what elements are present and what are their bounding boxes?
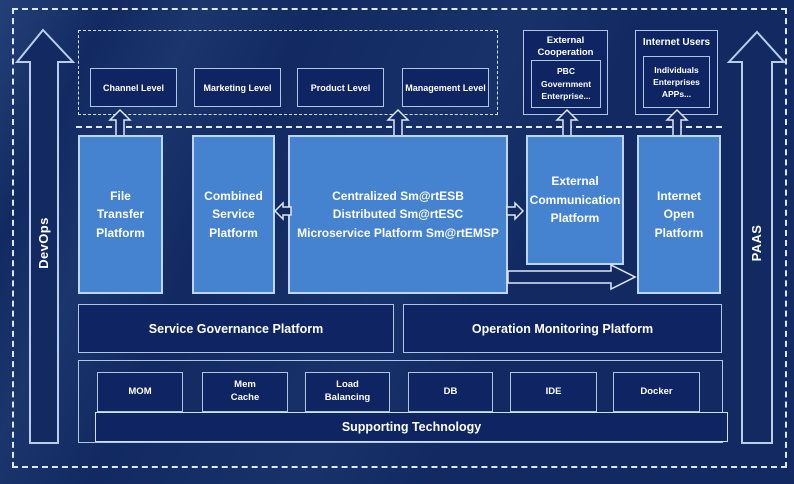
esb-platform-label: Centralized Sm@rtESB Distributed Sm@rtES…: [297, 188, 499, 240]
internet-users-members: Individuals Enterprises APPs...: [653, 64, 700, 100]
external-cooperation-box: External Cooperation PBC Government Ente…: [523, 30, 608, 115]
management-level-box: Management Level: [402, 68, 489, 107]
up-arrow-icon: [386, 108, 410, 137]
internet-open-platform-label: Internet Open Platform: [654, 188, 704, 240]
marketing-level-box: Marketing Level: [194, 68, 281, 107]
channel-level-label: Channel Level: [102, 82, 165, 93]
up-arrow-icon: [665, 108, 689, 137]
internet-open-platform-box: Internet Open Platform: [637, 135, 721, 294]
file-transfer-platform-box: File Transfer Platform: [78, 135, 163, 294]
up-arrow-icon: [555, 108, 579, 137]
file-transfer-platform-label: File Transfer Platform: [96, 188, 145, 240]
supporting-technology-label: Supporting Technology: [341, 420, 482, 434]
internet-users-title: Internet Users: [642, 36, 711, 48]
left-arrow-icon: [273, 201, 292, 221]
external-cooperation-members: PBC Government Enterprise...: [540, 65, 592, 102]
db-box: DB: [408, 372, 493, 412]
up-arrow-icon: [108, 108, 132, 137]
combined-service-platform-box: Combined Service Platform: [192, 135, 275, 294]
external-cooperation-title: External Cooperation: [537, 35, 594, 58]
levels-dashed-container: [78, 30, 498, 115]
service-governance-platform-box: Service Governance Platform: [78, 304, 394, 353]
product-level-label: Product Level: [310, 82, 371, 93]
esb-platform-box: Centralized Sm@rtESB Distributed Sm@rtES…: [288, 135, 508, 294]
external-communication-platform-label: External Communication Platform: [529, 174, 621, 226]
supporting-technology-container: [78, 360, 723, 443]
load-balancing-label: Load Balancing: [324, 379, 371, 403]
mem-cache-box: Mem Cache: [202, 372, 288, 412]
db-label: DB: [443, 385, 458, 397]
ide-label: IDE: [545, 385, 562, 397]
right-arrow-icon: [506, 201, 525, 221]
external-communication-platform-box: External Communication Platform: [526, 135, 624, 265]
operation-monitoring-platform-label: Operation Monitoring Platform: [471, 321, 654, 336]
marketing-level-label: Marketing Level: [203, 82, 272, 93]
product-level-box: Product Level: [297, 68, 384, 107]
docker-label: Docker: [640, 385, 673, 397]
internet-users-members-box: Individuals Enterprises APPs...: [643, 56, 710, 108]
channel-level-box: Channel Level: [90, 68, 177, 107]
combined-service-platform-label: Combined Service Platform: [204, 188, 263, 240]
outer-dashed-border: [12, 8, 787, 468]
internet-users-box: Internet Users Individuals Enterprises A…: [635, 30, 718, 115]
docker-box: Docker: [613, 372, 700, 412]
service-governance-platform-label: Service Governance Platform: [148, 321, 324, 336]
mom-label: MOM: [128, 385, 152, 397]
paas-label: PAAS: [749, 224, 764, 262]
supporting-technology-bar: Supporting Technology: [95, 412, 728, 442]
operation-monitoring-platform-box: Operation Monitoring Platform: [403, 304, 722, 353]
devops-label: DevOps: [36, 217, 51, 269]
paas-arrow-icon: [726, 30, 787, 444]
external-cooperation-title-area: External Cooperation: [524, 33, 607, 61]
mom-box: MOM: [97, 372, 183, 412]
load-balancing-box: Load Balancing: [305, 372, 390, 412]
internet-users-title-area: Internet Users: [636, 34, 717, 52]
mem-cache-label: Mem Cache: [230, 379, 260, 403]
ide-box: IDE: [510, 372, 597, 412]
management-level-label: Management Level: [405, 82, 486, 93]
flow-right-arrow-icon: [507, 263, 637, 291]
devops-arrow-icon: [14, 28, 76, 444]
external-cooperation-members-box: PBC Government Enterprise...: [531, 60, 601, 108]
